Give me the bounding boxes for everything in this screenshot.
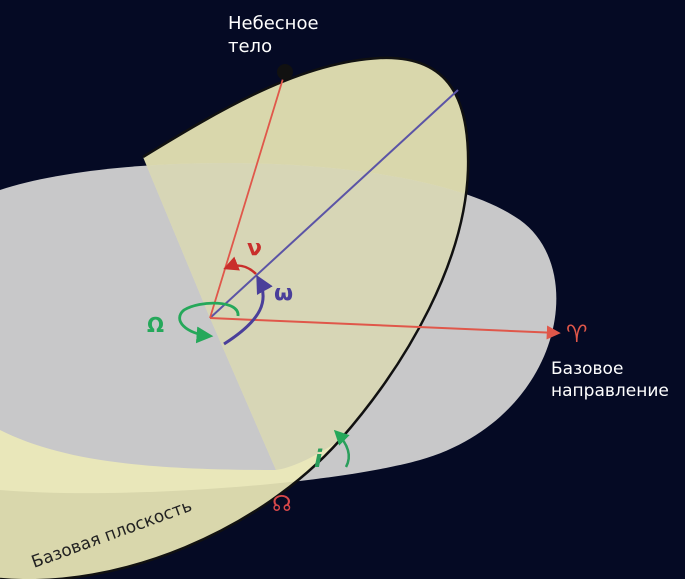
true-anomaly-symbol: ν bbox=[247, 236, 262, 261]
body-radius-line bbox=[209, 71, 286, 319]
vernal-equinox-symbol: ♈ bbox=[566, 320, 588, 348]
true-anomaly-arc bbox=[223, 256, 257, 275]
orbital-overlap-region bbox=[143, 162, 469, 470]
periapsis-line bbox=[209, 89, 459, 319]
reference-direction-label-line2: направление bbox=[551, 381, 669, 401]
argument-of-periapsis-symbol: ω bbox=[274, 281, 293, 306]
orbit-outline bbox=[0, 56, 470, 579]
celestial-body-label-line2: тело bbox=[228, 36, 272, 57]
ascending-node-symbol: ☊ bbox=[272, 492, 292, 517]
argument-of-periapsis-arc bbox=[223, 274, 273, 346]
node-longitude-symbol: Ω bbox=[147, 313, 164, 337]
celestial-body-label-line1: Небесное bbox=[228, 13, 319, 34]
reference-direction-arrow bbox=[209, 317, 561, 340]
celestial-body-dot bbox=[277, 64, 293, 80]
inclination-arc bbox=[333, 429, 350, 468]
node-longitude-arc bbox=[178, 301, 240, 344]
reference-direction-label-line1: Базовое bbox=[551, 359, 623, 379]
inclination-symbol: i bbox=[314, 445, 323, 473]
